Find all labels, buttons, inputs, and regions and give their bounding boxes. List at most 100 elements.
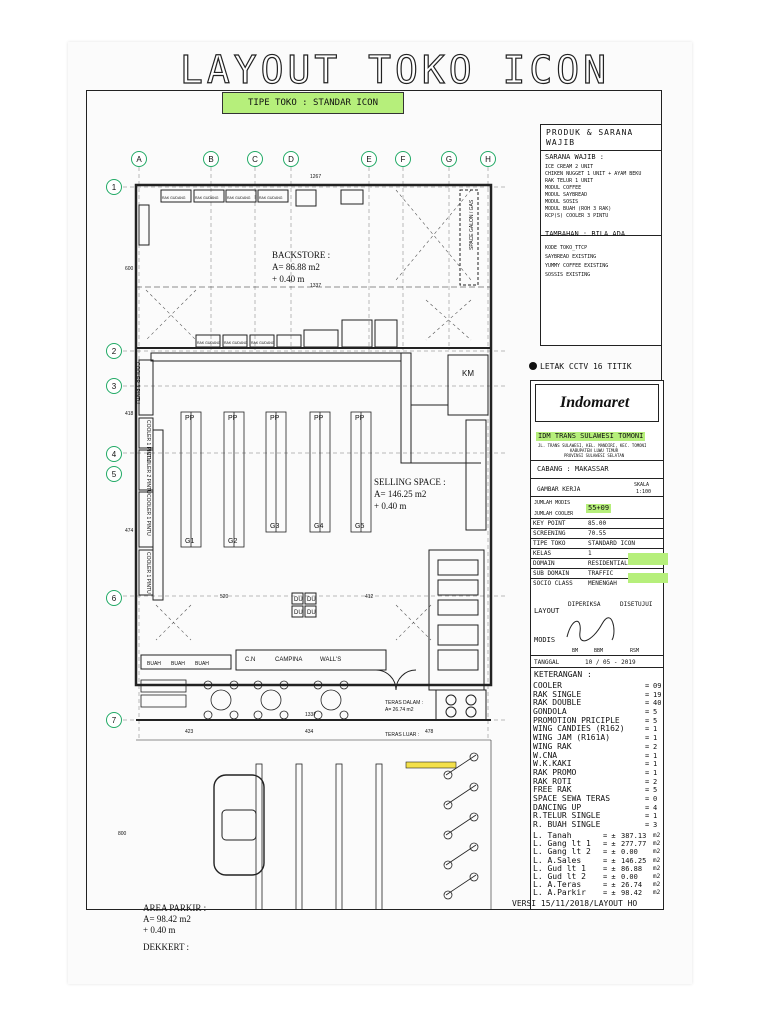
dim-bottom: 1337	[305, 712, 317, 718]
version-label: VERSI 15/11/2018/LAYOUT HO	[512, 899, 638, 908]
keterangan-value: 3	[653, 821, 658, 829]
grid-marker-col: C	[247, 151, 263, 167]
divider	[530, 478, 664, 479]
area-unit: m2	[653, 872, 661, 880]
info-key: DOMAIN	[533, 560, 555, 567]
equals-sign: =	[645, 708, 650, 717]
parkir-level: + 0.40 m	[143, 925, 176, 935]
area-value: 146.25	[621, 856, 647, 865]
sign-bbm: BBM	[594, 648, 604, 654]
keterangan-item: PROMOTION PRICIPLE=5	[533, 716, 663, 726]
keterangan-value: 1	[653, 812, 658, 821]
cabang: CABANG : MAKASSAR	[537, 465, 609, 473]
dim-low-left: 474	[125, 528, 134, 534]
equals-sign: =	[645, 760, 650, 769]
selling-title: SELLING SPACE :	[374, 477, 446, 487]
grid-marker-col: E	[361, 151, 377, 167]
divider	[530, 496, 664, 497]
keterangan-key: W.K.KAKI	[533, 759, 572, 769]
keterangan-key: R. BUAH SINGLE	[533, 820, 601, 829]
buah-label: BUAH	[171, 661, 185, 667]
parkir-title: AREA PARKIR :	[143, 903, 207, 913]
area-key: L. A.Sales	[533, 855, 582, 865]
sarana-item: MODUL SOSIS	[545, 199, 579, 205]
equals-sign: =	[645, 777, 650, 786]
backstore-level: + 0.40 m	[272, 274, 305, 284]
dim-mid-left: 418	[125, 411, 134, 417]
rak-gudang-label: RAK GUDANG	[227, 196, 251, 200]
gondola-label: G3	[270, 523, 280, 530]
cooler-label: COOLER 1 PINTU	[145, 552, 151, 594]
grid-marker-row: 5	[106, 466, 122, 482]
area-key: L. A.Teras	[533, 880, 582, 890]
brand-box	[535, 384, 659, 422]
dim-selling-w2: 412	[365, 594, 374, 600]
keterangan-item: GONDOLA=5	[533, 707, 663, 717]
keterangan-item: RAK ROTI=2	[533, 777, 663, 787]
equals-sign: =	[645, 699, 650, 708]
keterangan-item: WING JAM (R161A)=1	[533, 733, 663, 743]
equals-sign: = ±	[603, 889, 616, 898]
title-block	[530, 380, 664, 910]
keterangan-key: WING RAK	[533, 741, 572, 751]
area-value: 0.00	[621, 872, 638, 881]
grid-marker-col: D	[283, 151, 299, 167]
highlight-mark	[628, 573, 668, 583]
pp-label: PP	[355, 415, 365, 422]
info-key: KELAS	[533, 550, 552, 557]
equals-sign: =	[645, 742, 650, 751]
equals-sign: = ±	[603, 864, 616, 873]
buah-label: BUAH	[147, 661, 161, 667]
keterangan-value: 09	[653, 682, 662, 690]
modis-value: 55+09	[586, 504, 612, 513]
info-value: TRAFFIC	[588, 570, 614, 577]
info-key: KEY POINT	[533, 520, 566, 527]
keterangan-item: R. BUAH SINGLE=3	[533, 820, 663, 830]
grid-marker-row: 3	[106, 378, 122, 394]
jumlah-cooler: JUMLAH COOLER	[534, 511, 574, 517]
keterangan-key: R.TELUR SINGLE	[533, 811, 601, 821]
selling-level: + 0.40 m	[374, 501, 407, 511]
equals-sign: =	[645, 768, 650, 777]
dim-left: 600	[125, 266, 134, 272]
sarana-title: SARANA WAJIB :	[545, 153, 605, 161]
km-label: KM	[462, 369, 474, 378]
area-unit: m2	[653, 840, 661, 848]
equals-sign: =	[645, 751, 650, 760]
equals-sign: =	[645, 794, 650, 803]
keterangan-item: SPACE SEWA TERAS=0	[533, 794, 663, 804]
sarana-item: CHIKEN NUGGET 1 UNIT + AYAM BEKU	[545, 171, 642, 177]
sarana-item: MODUL SAYBREAD	[545, 192, 588, 198]
keterangan-value: 1	[653, 725, 658, 734]
area-unit: m2	[653, 881, 661, 889]
info-value: 70.55	[588, 530, 607, 537]
sarana-item: RAK TELUR 1 UNIT	[545, 178, 594, 184]
keterangan-item: W.K.KAKI=1	[533, 759, 663, 769]
area-unit: m2	[653, 889, 661, 897]
tambahan-item: SOSSIS EXISTING	[545, 272, 591, 278]
area-unit: m2	[653, 864, 661, 872]
grid-marker-col: H	[480, 151, 496, 167]
divider	[530, 667, 664, 668]
grid-marker-col: B	[203, 151, 219, 167]
keterangan-key: WING CANDIES (R162)	[533, 724, 625, 734]
selling-area: A= 146.25 m2	[374, 489, 427, 499]
tanggal-value: 10 / 05 - 2019	[585, 659, 636, 666]
area-unit: m2	[653, 856, 661, 864]
store-type-tag: TIPE TOKO : STANDAR ICON	[222, 92, 404, 114]
cooler-label: COOLER 1 PINTU	[145, 494, 151, 536]
area-unit: m2	[653, 848, 661, 856]
keterangan-item: COOLER=09	[533, 681, 663, 691]
rak-gudang-label: RAK GUDANG	[195, 196, 219, 200]
keterangan-key: W.CNA	[533, 750, 558, 760]
cooler-label: COOLER 2 PINTU	[145, 452, 151, 494]
sarana-item: ICE CREAM 2 UNIT	[545, 164, 594, 170]
sign-bm: BM	[572, 648, 579, 654]
